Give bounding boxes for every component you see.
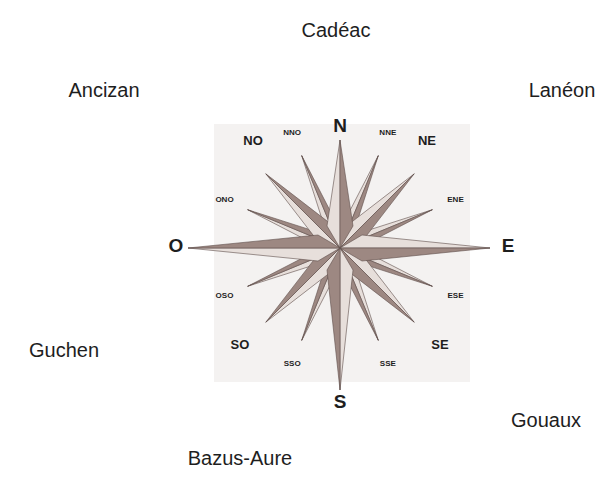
rose-point	[340, 140, 353, 248]
cardinal-label: E	[502, 236, 515, 257]
rose-point	[188, 235, 340, 248]
direction-label: ESE	[447, 291, 463, 300]
direction-label: SSE	[380, 359, 396, 368]
rose-point	[340, 248, 490, 261]
cardinal-label: N	[333, 116, 347, 137]
cardinal-label: O	[169, 236, 184, 257]
rose-point	[327, 140, 340, 248]
place-name: Lanéon	[529, 79, 596, 101]
place-name: Gouaux	[511, 409, 581, 431]
direction-label: SE	[431, 338, 448, 352]
rose-point	[340, 248, 353, 390]
direction-label: OSO	[216, 291, 234, 300]
rose-point	[327, 248, 340, 390]
direction-label: ENE	[447, 196, 463, 205]
cardinal-label: S	[334, 392, 347, 413]
direction-label: NO	[243, 134, 263, 148]
direction-label: NNE	[379, 128, 396, 137]
place-name: Guchen	[29, 339, 99, 361]
rose-points	[188, 140, 490, 390]
rose-point	[340, 235, 490, 248]
direction-label: ONO	[215, 196, 233, 205]
direction-label: SO	[231, 338, 250, 352]
direction-label: NNO	[283, 128, 301, 137]
direction-label: SSO	[284, 359, 301, 368]
rose-point	[188, 248, 340, 261]
place-name: Cadéac	[302, 19, 371, 41]
direction-label: NE	[418, 134, 436, 148]
place-name: Ancizan	[68, 79, 139, 101]
place-name: Bazus-Aure	[188, 447, 293, 469]
